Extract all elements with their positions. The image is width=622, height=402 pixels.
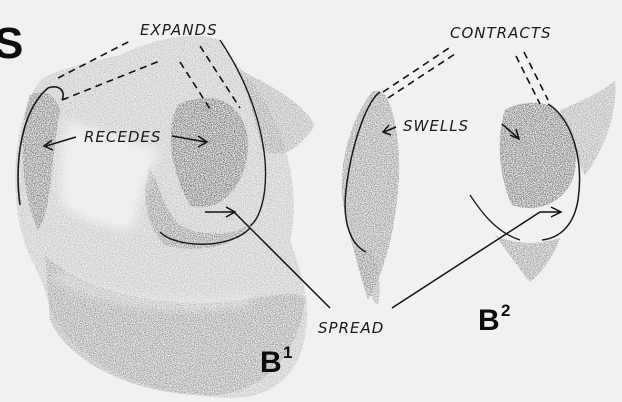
figure-b2-letter: B <box>478 304 500 337</box>
label-expands: EXPANDS <box>140 21 218 39</box>
label-spread: SPREAD <box>318 319 384 337</box>
figure-b1-letter: B <box>260 346 282 379</box>
figure-b2-superscript: 2 <box>501 301 510 320</box>
margin-letter: S <box>0 19 23 68</box>
label-swells: SWELLS <box>403 117 469 135</box>
label-recedes: RECEDES <box>84 128 161 146</box>
label-contracts: CONTRACTS <box>450 24 552 42</box>
figure-b1-superscript: 1 <box>283 343 292 362</box>
